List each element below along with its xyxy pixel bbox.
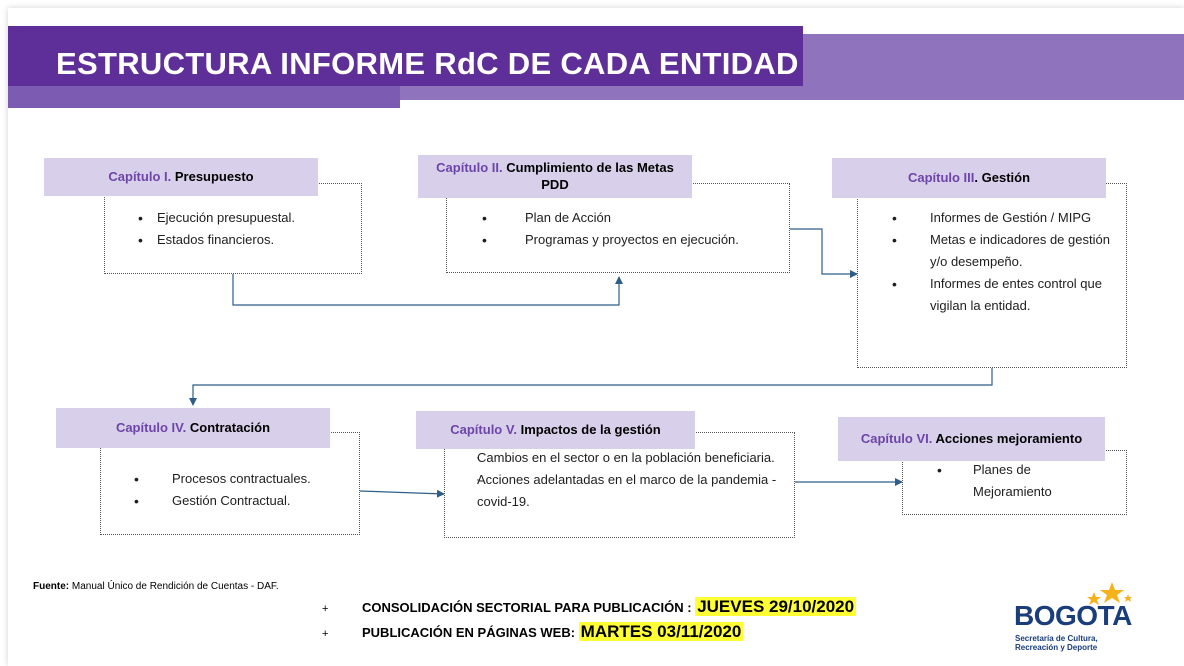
page-title: ESTRUCTURA INFORME RdC DE CADA ENTIDAD — [56, 46, 799, 81]
chapter-5-item: Cambios en el sector o en la población b… — [477, 450, 775, 465]
chapter-1-item: Ejecución presupuestal. — [157, 210, 296, 225]
arrow-cap3-to-cap4 — [189, 367, 993, 406]
source-note: Fuente: Manual Único de Rendición de Cue… — [33, 580, 313, 593]
logo-subtitle: Secretaría de Cultura, Recreación y Depo… — [1015, 634, 1098, 652]
chapter-5-item: Acciones adelantadas en el marco de la p… — [477, 472, 777, 509]
bogota-logo — [1087, 582, 1132, 605]
arrow-cap1-to-cap2 — [232, 273, 623, 306]
chapter-3-item: Informes de Gestión / MIPG — [930, 210, 1092, 225]
chapter-5-number: Capítulo V. — [450, 421, 517, 437]
publication-date: JUEVES 29/10/2020 — [695, 597, 857, 616]
bullet: • — [892, 232, 897, 248]
chapter-1-item: Estados financieros. — [157, 232, 275, 247]
bullet: • — [937, 462, 942, 478]
chapter-6-item: Planes de Mejoramiento — [973, 462, 1052, 499]
bullet: • — [134, 471, 139, 487]
plus-bullet: + — [322, 628, 329, 640]
bullet: · — [476, 452, 480, 464]
chapter-5-header: Capítulo V. Impactos de la gestión — [416, 411, 695, 449]
star-icon — [1087, 582, 1132, 605]
title-band-underline — [8, 86, 400, 108]
chapter-3-box: • Informes de Gestión / MIPG • Metas e ind… — [857, 183, 1127, 368]
chapter-2-number: Capítulo II. — [436, 160, 503, 176]
bullet: • — [892, 210, 897, 226]
bullet: • — [138, 210, 143, 226]
chapter-1-box: • Ejecución presupuestal. • Estados financ… — [104, 183, 362, 274]
title-band-accent — [8, 26, 803, 86]
bullet: • — [482, 232, 487, 248]
chapter-5-box: ·Cambios en el sector o en la población … — [444, 432, 795, 538]
publication-date: MARTES 03/11/2020 — [578, 622, 744, 641]
chapter-2-header: Capítulo II. Cumplimiento de las Metas P… — [418, 155, 692, 198]
logo-subtitle-line: Secretaría de Cultura, — [1015, 634, 1098, 643]
bullet: • — [482, 210, 487, 226]
bullet: • — [134, 493, 139, 509]
source-label: Fuente: — [33, 581, 70, 592]
publication-label: CONSOLIDACIÓN SECTORIAL PARA PUBLICACIÓN… — [362, 600, 696, 615]
chapter-6-number: Capítulo VI. — [860, 430, 933, 446]
chapter-3-number: Capítulo III — [907, 169, 975, 185]
chapter-3-header: Capítulo III. Gestión — [832, 158, 1106, 198]
plus-bullet: + — [322, 603, 329, 615]
chapter-4-number: Capítulo IV. — [115, 419, 187, 435]
chapter-3-item: Informes de entes control que vigilan la… — [930, 276, 1102, 313]
arrow-cap4-to-cap5 — [359, 489, 445, 498]
publication-line-1: + CONSOLIDACIÓN SECTORIAL PARA PUBLICACIÓ… — [322, 597, 857, 617]
chapter-3-title: . Gestión — [974, 169, 1031, 185]
source-text: Manual Único de Rendición de Cuentas - D… — [71, 581, 279, 592]
chapter-2-title: Cumplimiento de las Metas PDD — [506, 160, 674, 192]
chapter-5-title: Impactos de la gestión — [520, 421, 661, 437]
chapter-6-header: Capítulo VI. Acciones mejoramiento — [838, 417, 1105, 461]
bullet: · — [476, 474, 480, 486]
chapter-4-item: Procesos contractuales. — [172, 471, 311, 486]
bullet: • — [138, 232, 143, 248]
publication-line-2: + PUBLICACIÓN EN PÁGINAS WEB: MARTES 03/1… — [322, 622, 744, 642]
chapter-1-number: Capítulo I. — [108, 168, 172, 184]
arrow-cap2-to-cap3 — [790, 228, 858, 278]
chapter-4-title: Contratación — [189, 419, 271, 435]
chapter-2-item: Programas y proyectos en ejecución. — [525, 232, 739, 247]
chapter-6-title: Acciones mejoramiento — [935, 430, 1083, 446]
bullet: • — [892, 276, 897, 292]
chapter-4-header: Capítulo IV. Contratación — [56, 408, 330, 448]
publication-label: PUBLICACIÓN EN PÁGINAS WEB: — [362, 625, 579, 640]
chapter-2-item: Plan de Acción — [525, 210, 612, 225]
chapter-3-item: Metas e indicadores de gestión y/o desem… — [930, 232, 1110, 269]
chapter-1-title: Presupuesto — [174, 168, 254, 184]
logo-wordmark: BOGOTA — [1014, 600, 1132, 631]
logo-subtitle-line: Recreación y Deporte — [1015, 643, 1098, 652]
chapter-4-item: Gestión Contractual. — [172, 493, 291, 508]
chapter-1-header: Capítulo I. Presupuesto — [44, 158, 318, 196]
